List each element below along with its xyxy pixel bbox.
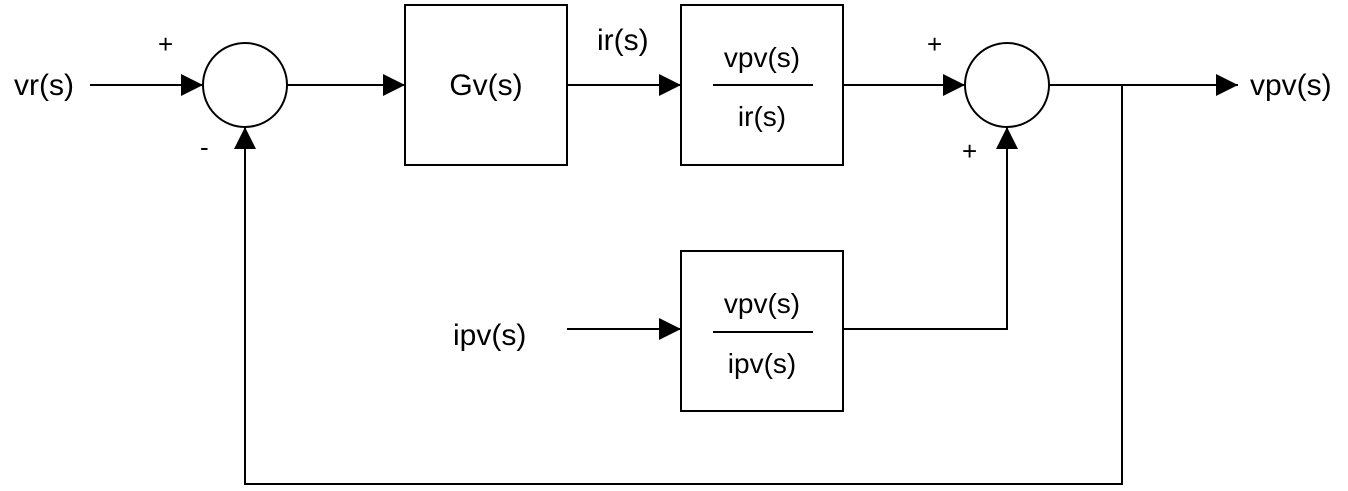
tf2-denominator: ipv(s) [727, 348, 797, 379]
summing-junction-1 [202, 42, 288, 128]
current-reference-label: ir(s) [597, 24, 649, 57]
tf1-denominator: ir(s) [737, 101, 787, 132]
feedback-path [234, 85, 1123, 485]
summing-junction-2 [964, 42, 1050, 128]
pv-current-label: ipv(s) [453, 319, 527, 352]
sum2-plus-top-sign: + [927, 29, 943, 59]
transfer-block-2 [680, 250, 844, 412]
controller-label: Gv(s) [449, 69, 523, 102]
input-label: vr(s) [14, 69, 74, 102]
sum1-plus-sign: + [158, 29, 174, 59]
tf2-numerator: vpv(s) [723, 288, 801, 319]
sum1-minus-sign: - [200, 132, 209, 162]
arrow-tf2-to-sum2 [843, 127, 1018, 330]
output-label: vpv(s) [1250, 69, 1332, 102]
tf1-numerator: vpv(s) [723, 42, 801, 73]
sum2-plus-bottom-sign: + [962, 136, 978, 166]
